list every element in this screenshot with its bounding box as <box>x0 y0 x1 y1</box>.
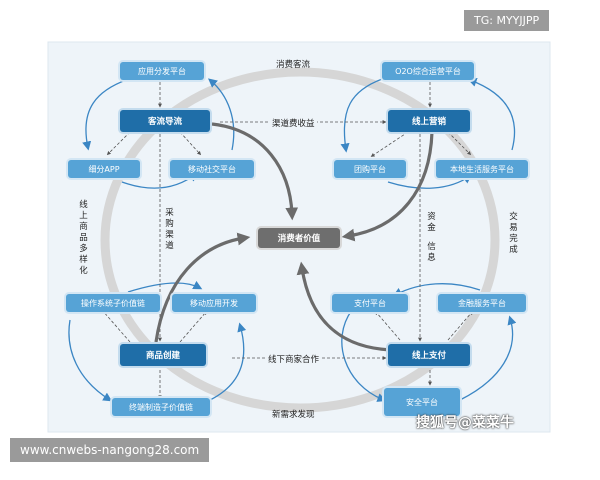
label-procurement: 采购渠道 <box>165 208 174 251</box>
node-niche-app: 细分APP <box>68 160 140 178</box>
node-app-distribution: 应用分发平台 <box>120 62 204 80</box>
top-right-tag: TG: MYYJJPP <box>464 10 550 31</box>
value-arrows <box>154 122 434 352</box>
label-transaction-complete: 交易完成 <box>509 212 518 255</box>
node-os-value-chain: 操作系统子价值链 <box>66 294 160 312</box>
node-local-services: 本地生活服务平台 <box>436 160 528 178</box>
node-payment-platform: 支付平台 <box>332 294 408 312</box>
label-consumer-traffic: 消费客流 <box>276 60 311 70</box>
label-info: 信息 <box>427 242 436 263</box>
node-financial-services: 金融服务平台 <box>438 294 526 312</box>
node-mobile-app-dev: 移动应用开发 <box>172 294 256 312</box>
label-online-diversity: 线上商品多样化 <box>79 200 88 276</box>
center-node: 消费者价值 <box>258 228 340 248</box>
bottom-left-url: www.cnwebs-nangong28.com <box>10 438 210 462</box>
label-offline-merchant: 线下商家合作 <box>266 353 322 365</box>
node-group-buying: 团购平台 <box>334 160 406 178</box>
node-terminal-mfg: 终端制造子价值链 <box>112 398 210 416</box>
cycle-arrows <box>68 77 517 402</box>
hub-online-payment: 线上支付 <box>388 344 470 366</box>
node-security-platform: 安全平台 <box>384 388 460 416</box>
label-funds: 资金 <box>427 212 436 233</box>
node-mobile-social: 移动社交平台 <box>170 160 254 178</box>
node-o2o-platform: O2O综合运营平台 <box>382 62 474 80</box>
hub-online-marketing: 线上营销 <box>388 110 470 132</box>
hub-product-creation: 商品创建 <box>120 344 206 366</box>
hub-traffic-guidance: 客流导流 <box>120 110 210 132</box>
label-channel-fee: 渠道费收益 <box>270 117 317 129</box>
outer-ring <box>100 67 500 413</box>
label-new-demand: 新需求发现 <box>272 410 315 420</box>
watermark: 搜狐号@菜菜牛 <box>416 415 514 431</box>
